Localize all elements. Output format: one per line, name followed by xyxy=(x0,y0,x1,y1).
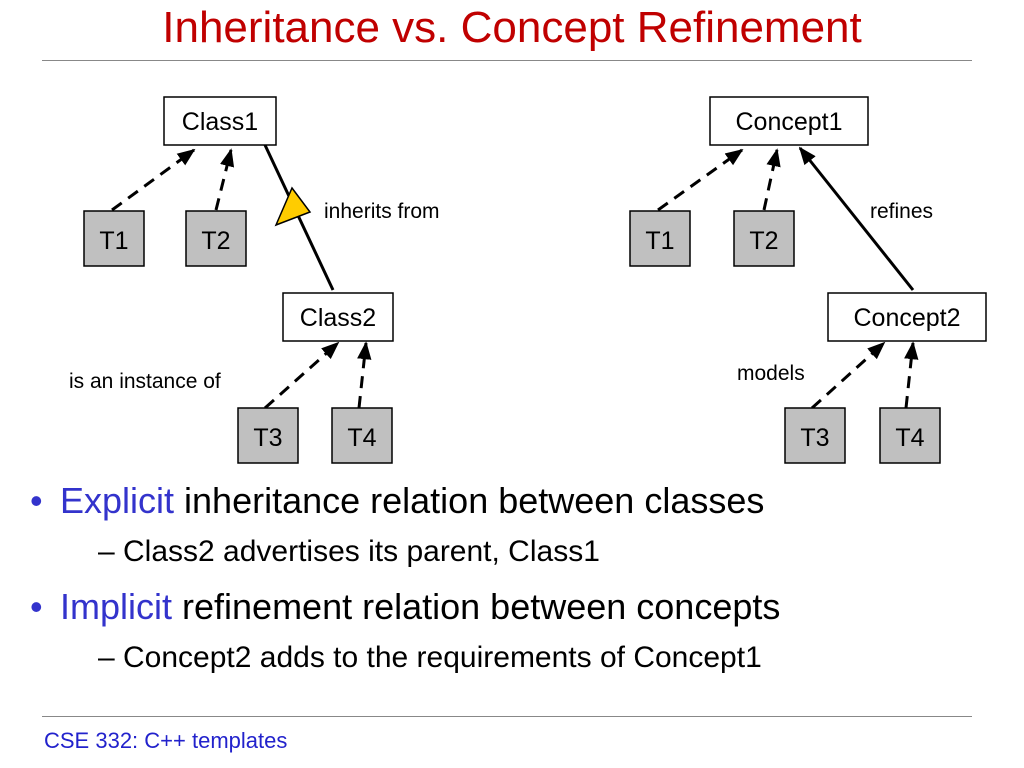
left-t3-label: T3 xyxy=(253,424,282,452)
right-t4-node xyxy=(879,407,941,464)
concept2-node xyxy=(827,292,987,342)
left-t4-node xyxy=(331,407,393,464)
left-t2-label: T2 xyxy=(201,227,230,255)
class1-label: Class1 xyxy=(182,108,258,136)
concept-diagram: Class1 Class2 Concept1 Concept2 T1 T2 T3… xyxy=(69,96,987,464)
t1-to-class1-edge xyxy=(111,148,196,212)
refines-label: refines xyxy=(870,200,933,223)
slide-title: Inheritance vs. Concept Refinement xyxy=(162,3,862,52)
concept1-label: Concept1 xyxy=(735,108,842,136)
bullet-text: refinement relation between concepts xyxy=(172,586,781,627)
left-t4-label: T4 xyxy=(347,424,376,452)
t1-to-concept1-edge xyxy=(657,148,744,212)
sub-bullet-implicit: – Concept2 adds to the requirements of C… xyxy=(98,641,762,674)
left-t3-node xyxy=(237,407,299,464)
inheritance-triangle-icon xyxy=(274,186,312,227)
footer-text: CSE 332: C++ templates xyxy=(44,728,288,753)
concept1-node xyxy=(709,96,869,146)
concept2-to-concept1-refinement-edge xyxy=(798,146,915,291)
title-divider xyxy=(42,60,972,61)
class2-label: Class2 xyxy=(300,304,376,332)
right-t4-label: T4 xyxy=(895,424,924,452)
bullet-dot: • xyxy=(30,480,43,521)
bullet-text: inheritance relation between classes xyxy=(174,480,765,521)
bullet-list: • Explicit inheritance relation between … xyxy=(30,478,1010,690)
sub-bullet-explicit: – Class2 advertises its parent, Class1 xyxy=(98,535,600,568)
right-t1-label: T1 xyxy=(645,227,674,255)
left-t1-label: T1 xyxy=(99,227,128,255)
right-t2-label: T2 xyxy=(749,227,778,255)
t3-to-concept2-edge xyxy=(810,341,886,410)
class2-node xyxy=(282,292,394,342)
right-t2-node xyxy=(733,210,795,267)
t3-to-class2-edge xyxy=(264,341,340,410)
t4-to-class2-edge xyxy=(357,341,372,409)
models-label: models xyxy=(737,362,805,385)
class2-to-class1-inheritance-edge xyxy=(263,144,335,291)
bullet-dot: • xyxy=(30,586,43,627)
left-t1-node xyxy=(83,210,145,267)
bullet-highlight: Implicit xyxy=(60,586,173,627)
inherits-from-label: inherits from xyxy=(324,200,440,223)
t2-to-class1-edge xyxy=(214,148,235,211)
bullet-implicit: • Implicit refinement relation between c… xyxy=(30,584,1010,630)
t2-to-concept1-edge xyxy=(762,148,781,211)
concept2-label: Concept2 xyxy=(853,304,960,332)
footer-divider xyxy=(42,716,972,717)
bullet-highlight: Explicit xyxy=(60,480,175,521)
right-t3-node xyxy=(784,407,846,464)
bullet-explicit: • Explicit inheritance relation between … xyxy=(30,478,1010,524)
t4-to-concept2-edge xyxy=(904,341,919,409)
right-t3-label: T3 xyxy=(800,424,829,452)
left-t2-node xyxy=(185,210,247,267)
class1-node xyxy=(163,96,277,146)
is-an-instance-of-label: is an instance of xyxy=(69,370,221,393)
right-t1-node xyxy=(629,210,691,267)
